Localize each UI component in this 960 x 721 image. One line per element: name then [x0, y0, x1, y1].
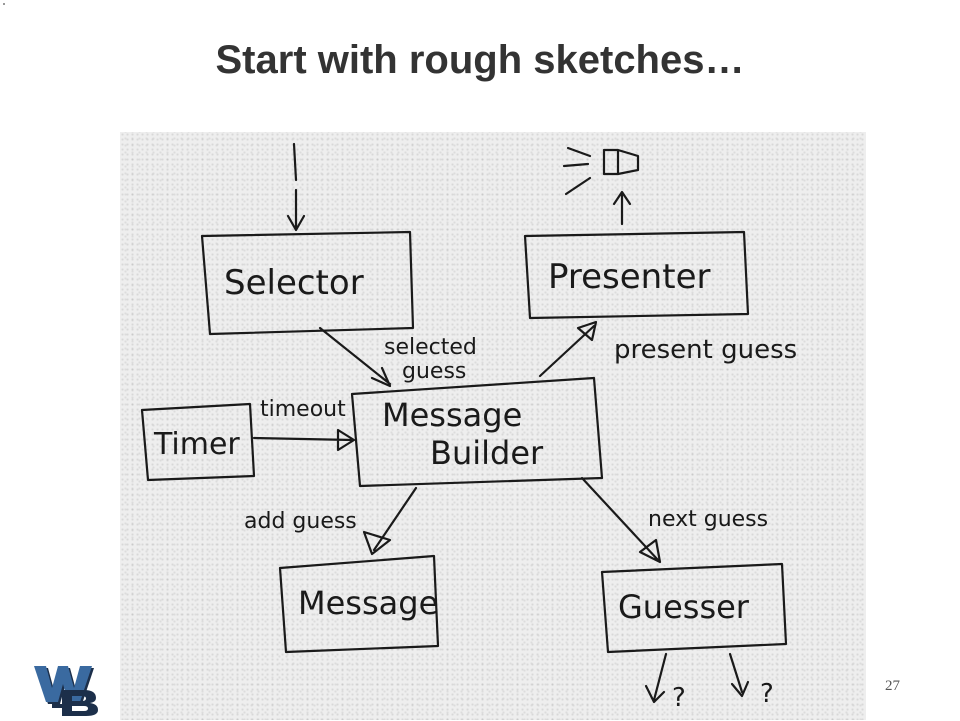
message-builder-label-line2: Builder [430, 434, 544, 472]
timer-box [140, 402, 256, 482]
selected-guess-label-line1: selected [384, 335, 477, 360]
page-number: 27 [885, 678, 900, 694]
timer-label: Timer [153, 427, 240, 462]
guesser-label: Guesser [618, 588, 750, 626]
wb-logo [32, 660, 104, 716]
sketch-drawing: Selector Presenter Timer Message Builder… [140, 142, 797, 713]
present-guess-arrow [538, 320, 598, 378]
present-guess-label: present guess [614, 335, 797, 365]
presenter-box [523, 230, 750, 320]
guesser-out-arrow-2 [728, 652, 750, 698]
presenter-up-arrow [612, 190, 632, 226]
timeout-label: timeout [260, 397, 346, 422]
input-arrow [286, 142, 306, 232]
sound-lines [562, 146, 592, 196]
message-builder-label-line1: Message [382, 396, 522, 434]
add-guess-label: add guess [244, 509, 357, 534]
add-guess-arrow [362, 486, 418, 556]
logo-b [62, 690, 98, 716]
message-builder-box [350, 376, 604, 488]
selector-box [200, 230, 415, 336]
logo-dash [52, 704, 62, 708]
selected-guess-arrow [318, 326, 392, 388]
timeout-arrow [252, 428, 356, 452]
speaker-icon [602, 148, 640, 176]
selector-label: Selector [224, 263, 364, 303]
presenter-label: Presenter [548, 257, 710, 297]
message-box [278, 554, 440, 654]
message-label: Message [298, 584, 438, 622]
sketch-image: Selector Presenter Timer Message Builder… [120, 132, 866, 720]
guesser-box [600, 562, 788, 654]
selected-guess-label-line2: guess [402, 359, 466, 384]
next-guess-label: next guess [648, 507, 768, 532]
guesser-out-arrow-1 [644, 652, 668, 704]
question-mark-2: ? [760, 679, 774, 709]
next-guess-arrow [580, 476, 662, 564]
question-mark-1: ? [672, 683, 686, 713]
slide-title: Start with rough sketches… [215, 38, 745, 82]
corner-mark [3, 3, 5, 5]
wb-logo-mark [34, 666, 98, 716]
